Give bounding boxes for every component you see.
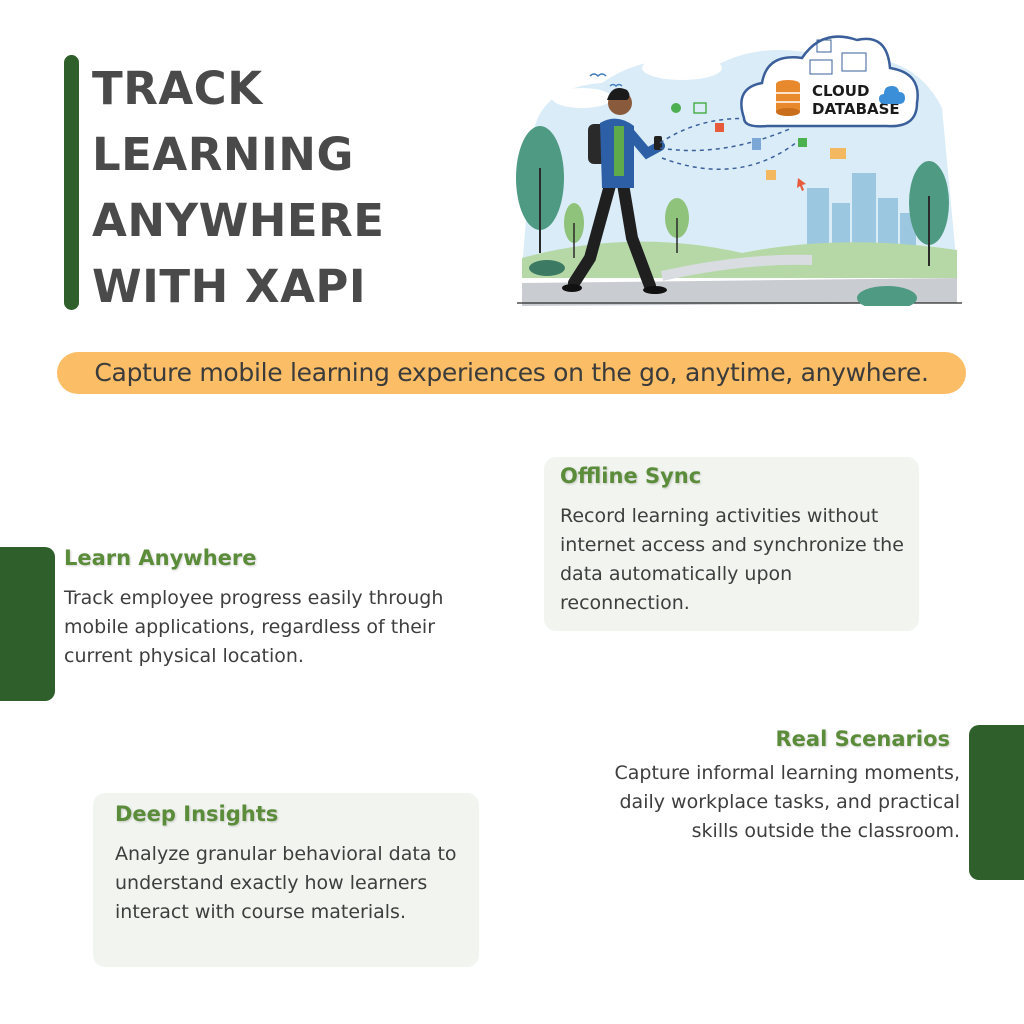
checkbox-icon [715,123,724,132]
checkbox-icon [766,170,776,180]
page-title-line: ANYWHERE [92,194,385,247]
bird-icon [589,73,607,78]
page-title-line: TRACK [92,62,263,115]
database-icon [776,80,800,116]
card-title: Deep Insights [115,802,279,826]
folder-icon [830,148,846,159]
tree-icon [516,126,564,253]
bird-icon [609,83,623,88]
pie-chart-icon [816,39,832,53]
card-title: Offline Sync [560,464,702,488]
page-title: TRACK LEARNING ANYWHERE WITH XAPI [92,56,422,320]
offline-sync-card-background [544,457,919,631]
tree-icon [665,198,689,253]
tree-icon [909,161,949,266]
cloud-label: DATABASE [812,100,900,118]
offline-sync-card: Offline Sync Record learning activities … [560,464,915,618]
card-title: Real Scenarios [775,727,950,751]
walkway-curve [660,254,813,281]
document-icon [752,138,761,150]
cloud-shape [642,56,722,80]
deep-insights-card-background [93,793,479,967]
cloud-upload-icon [879,86,905,104]
card-body: Record learning activities without inter… [560,505,904,614]
cursor-icon [797,178,806,191]
card-body: Analyze granular behavioral data to unde… [115,843,457,923]
card-body: Track employee progress easily through m… [64,587,444,667]
card-body: Capture informal learning moments, daily… [614,762,960,842]
walking-woman-figure [562,87,667,294]
real-scenarios-accent-tab [969,725,1024,880]
bar-chart-icon [841,52,867,72]
page-title-line: LEARNING [92,128,354,181]
tree-icon [564,203,584,258]
checkmark-icon [671,103,681,113]
spreadsheet-icon [809,59,833,75]
cloud-label: CLOUD [812,82,869,100]
page-title-line: WITH XAPI [92,260,367,313]
bush-icon [857,286,917,306]
data-flow-line [661,137,803,170]
deep-insights-card: Deep Insights Analyze granular behaviora… [115,802,470,927]
card-title: Learn Anywhere [64,546,257,570]
tagline-banner: Capture mobile learning experiences on t… [57,352,966,394]
bush-icon [529,260,565,276]
checkbox-icon [798,138,807,147]
data-flow-line [659,127,793,152]
bar-chart-icon [693,102,707,114]
hero-illustration: CLOUD DATABASE [516,35,962,306]
title-accent-bar [64,55,79,310]
real-scenarios-card: Real Scenarios Capture informal learning… [612,727,960,846]
learn-anywhere-card: Learn Anywhere Track employee progress e… [64,546,444,671]
cloud-shape [552,88,612,108]
walkway [522,278,957,306]
learn-anywhere-accent-tab [0,547,55,701]
